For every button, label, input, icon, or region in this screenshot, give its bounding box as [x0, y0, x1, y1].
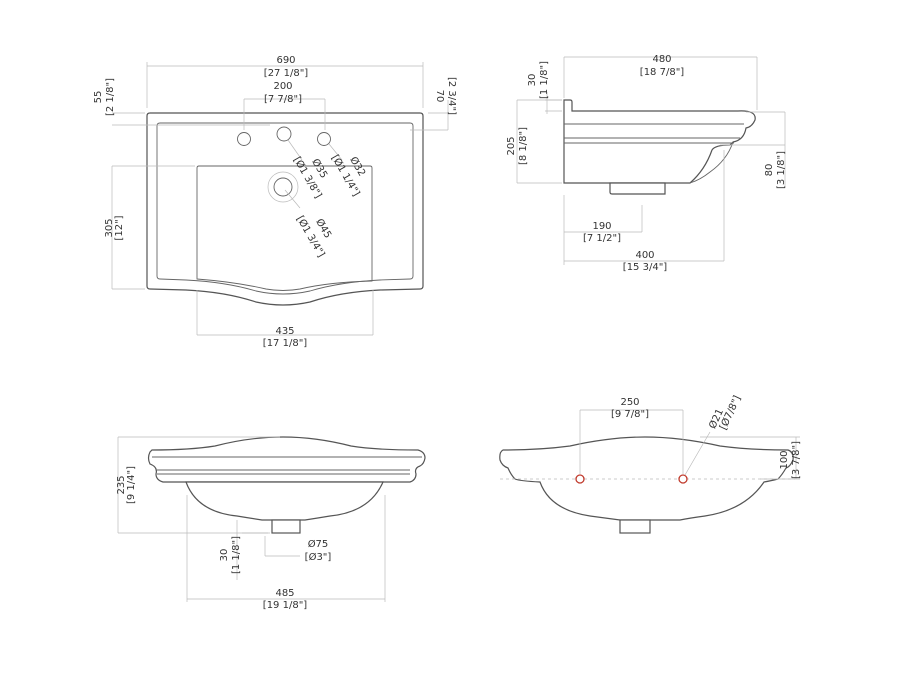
dim-front-height-in: [9 1/4"] — [126, 466, 137, 504]
dim-basin-width-mm: 435 — [275, 326, 294, 337]
center-tap-hole — [276, 126, 292, 142]
dim-bracket-spacing-mm: 250 — [620, 397, 639, 408]
dim-drain-len-mm: 30 — [219, 549, 230, 562]
bracket-hole-left — [575, 474, 585, 484]
dim-rim-in: [3 1/8"] — [776, 151, 787, 189]
dim-drain-dia-mm: Ø75 — [308, 538, 329, 550]
dim-drain-dia-in: [Ø3"] — [305, 551, 332, 563]
front-view: 235 [9 1/4"] 30 [1 1/8"] Ø75 [Ø3"] 485 [… — [116, 436, 426, 611]
dim-width-in: [27 1/8"] — [264, 68, 308, 79]
rim-outline — [156, 122, 414, 295]
dim-drain-len-in: [1 1/8"] — [231, 536, 242, 574]
right-tap-hole — [317, 132, 331, 146]
dim-height-mm: 205 — [506, 136, 517, 155]
back-view: 250 [9 7/8"] Ø21 [Ø7/8"] 100 [3 7/8"] — [499, 394, 802, 534]
drain-outer — [267, 171, 299, 203]
dim-depth-mm: 480 — [652, 54, 671, 65]
dim-splash-mm: 30 — [527, 74, 538, 87]
dim-rim-back-in: [2 1/8"] — [105, 78, 116, 116]
dim-width-mm: 690 — [276, 55, 295, 66]
dim-bracket-height-in: [3 7/8"] — [791, 441, 802, 479]
dim-drain-pos-mm: 190 — [592, 221, 611, 232]
dim-bowl-depth-mm: 400 — [635, 250, 654, 261]
dim-tap-offset-mm: 70 — [434, 90, 445, 103]
side-view: 480 [18 7/8"] 30 [1 1/8"] 205 [8 1/8"] 8… — [506, 54, 787, 273]
basin-outline — [146, 112, 424, 306]
dim-tap-spacing-in: [7 7/8"] — [264, 94, 302, 105]
dim-splash-in: [1 1/8"] — [539, 61, 550, 99]
dim-bracket-height-mm: 100 — [779, 450, 790, 469]
bowl-outline — [196, 165, 373, 291]
dim-basin-depth-in: [12"] — [114, 215, 125, 240]
dim-rim-mm: 80 — [764, 164, 775, 177]
dim-front-height-mm: 235 — [116, 475, 127, 494]
dim-basin-depth-mm: 305 — [104, 218, 115, 237]
dim-height-in: [8 1/8"] — [518, 127, 529, 165]
drain-inner — [273, 177, 293, 197]
dim-depth-in: [18 7/8"] — [640, 67, 684, 78]
dim-basin-width-in: [17 1/8"] — [263, 338, 307, 349]
dim-rim-back-mm: 55 — [93, 91, 104, 104]
bracket-hole-right — [678, 474, 688, 484]
dim-bracket-spacing-in: [9 7/8"] — [611, 409, 649, 420]
dim-drain-pos-in: [7 1/2"] — [583, 233, 621, 244]
dim-tap-spacing-mm: 200 — [273, 81, 292, 92]
dim-tap-offset-in: [2 3/4"] — [446, 77, 457, 115]
left-tap-hole — [237, 132, 251, 146]
dim-bowl-width-mm: 485 — [275, 588, 294, 599]
top-view: 690 [27 1/8"] 200 [7 7/8"] 55 [2 1/8"] 7… — [93, 55, 457, 349]
dim-bowl-depth-in: [15 3/4"] — [623, 262, 667, 273]
dim-bowl-width-in: [19 1/8"] — [263, 600, 307, 611]
